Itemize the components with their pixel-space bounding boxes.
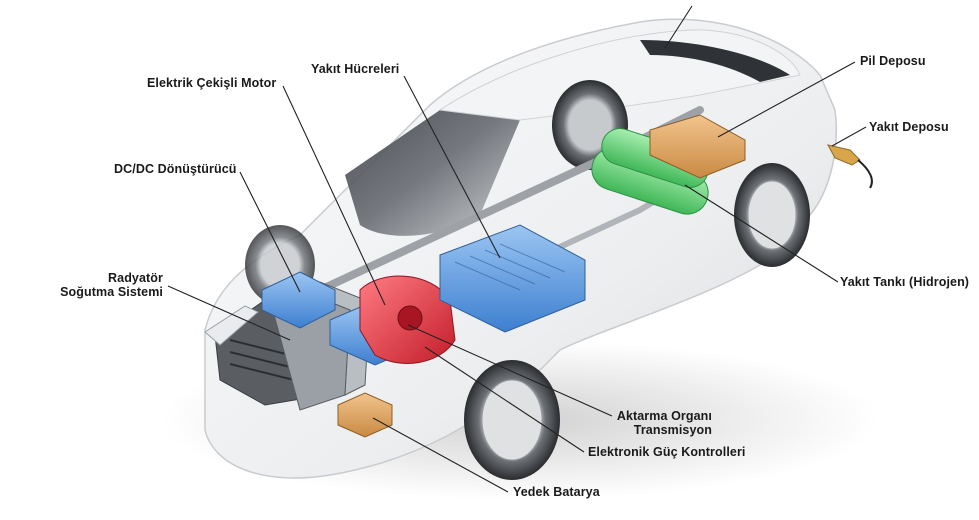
leader-hydrogen [684, 184, 839, 283]
leader-fuel-tank [831, 126, 867, 147]
fuel-cell-ridges [454, 243, 566, 291]
motor-hub [397, 305, 423, 331]
aux-battery-block [337, 392, 393, 438]
leader-dcdc [239, 171, 301, 293]
leader-motor [282, 85, 386, 306]
fuel-nozzle [827, 144, 861, 166]
label-hydrogen-tank: Yakıt Tankı (Hidrojen) [840, 275, 970, 289]
label-power-controller: Elektronik Güç Kontrolleri [588, 445, 746, 459]
label-radiator-line1: Radyatör [108, 271, 163, 285]
label-radiator: Radyatör Soğutma Sistemi [48, 271, 163, 299]
windshield [345, 102, 520, 236]
battery-pack-block [649, 114, 746, 179]
rear-wheel-rim [747, 180, 797, 250]
label-radiator-line2: Soğutma Sistemi [60, 285, 163, 299]
front-wheel-rim [481, 379, 543, 461]
leader-fuel-cells [403, 75, 501, 259]
leader-battery [717, 61, 856, 138]
leader-transmission [407, 324, 613, 417]
leader-radiator [167, 285, 291, 341]
label-fuel-cells: Yakıt Hücreleri [311, 62, 400, 76]
label-transmission: Aktarma Organı Transmisyon [600, 409, 712, 437]
fuel-hose [857, 159, 873, 189]
leader-power [424, 346, 585, 453]
leader-lines [167, 5, 867, 493]
label-fuel-tank: Yakıt Deposu [869, 120, 949, 134]
label-transmission-line2: Transmisyon [633, 423, 712, 437]
dcdc-converter-block [261, 271, 336, 329]
leader-top [664, 5, 693, 49]
fuel-cell-stack [439, 224, 586, 333]
label-dcdc-converter: DC/DC Dönüştürücü [114, 162, 237, 176]
label-aux-battery: Yedek Batarya [513, 485, 600, 499]
rear-window [640, 40, 790, 82]
label-battery-pack: Pil Deposu [860, 54, 926, 68]
label-transmission-line1: Aktarma Organı [616, 409, 712, 423]
label-electric-motor: Elektrik Çekişli Motor [147, 76, 277, 90]
leader-aux-battery [372, 417, 509, 493]
